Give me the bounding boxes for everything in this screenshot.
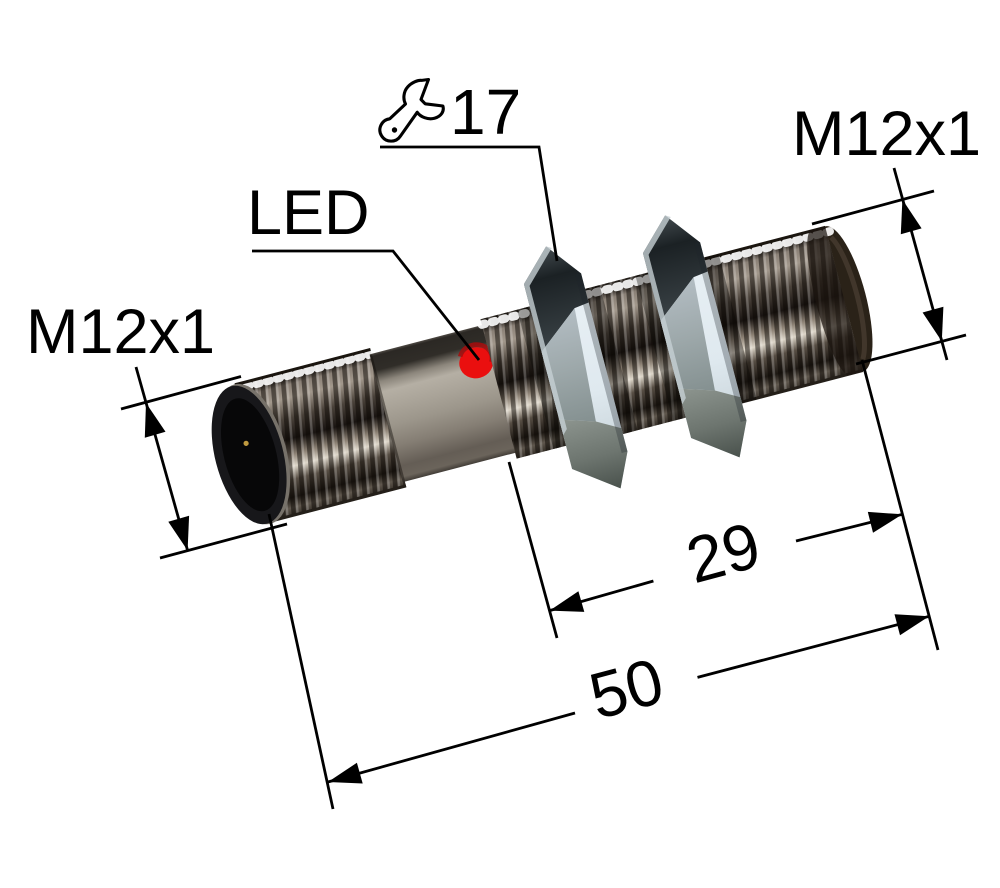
svg-text:17: 17 xyxy=(450,76,521,148)
svg-text:LED: LED xyxy=(247,178,370,248)
svg-text:M12x1: M12x1 xyxy=(26,297,215,367)
svg-text:M12x1: M12x1 xyxy=(792,99,981,169)
